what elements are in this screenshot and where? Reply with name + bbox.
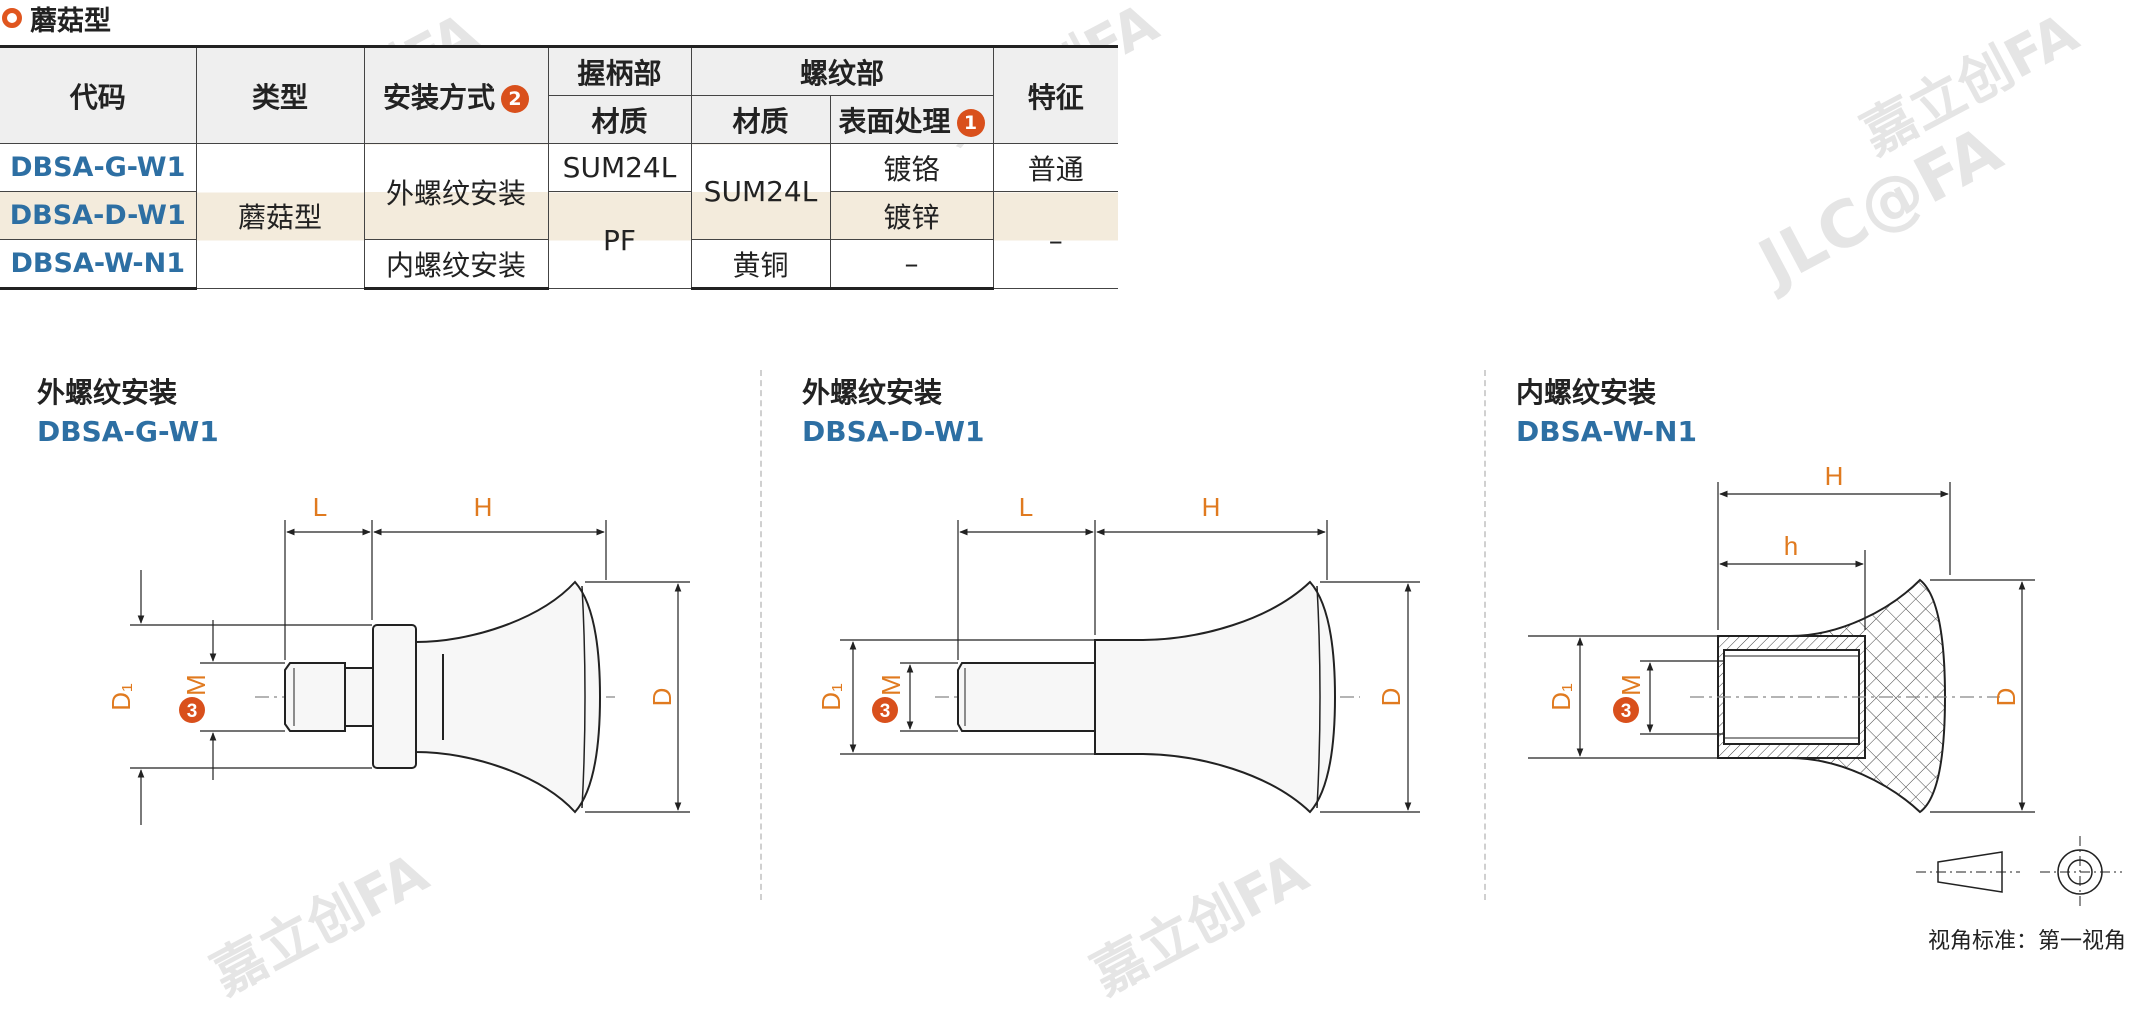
type-cell: 蘑菇型 bbox=[195, 143, 365, 289]
watermark-logo: JLC@FA bbox=[1747, 112, 2014, 302]
feature-cell: – bbox=[992, 191, 1119, 289]
note-badge: 2 bbox=[501, 84, 529, 113]
dim-label: D₁ bbox=[816, 683, 846, 711]
dim-label: H bbox=[1202, 492, 1221, 522]
thread-material-cell: SUM24L bbox=[690, 143, 831, 240]
dim-label: M bbox=[1616, 674, 1646, 696]
grip-material-cell: SUM24L bbox=[547, 143, 692, 192]
dim-label: D₁ bbox=[1546, 683, 1576, 711]
note-badge bbox=[872, 697, 898, 723]
first-angle-projection-icon bbox=[1916, 836, 2122, 908]
figure-code: DBSA-D-W1 bbox=[802, 415, 985, 448]
surface-cell: – bbox=[829, 239, 994, 290]
surface-cell: 镀锌 bbox=[829, 191, 994, 240]
drawing-external-d: L H D D₁ M 3 bbox=[816, 492, 1420, 814]
divider bbox=[760, 370, 762, 900]
figure-internal-w: 内螺纹安装 DBSA-W-N1 bbox=[1516, 371, 1697, 448]
figure-code: DBSA-G-W1 bbox=[37, 415, 219, 448]
table-row: DBSA-G-W1 蘑菇型 外螺纹安装 SUM24L SUM24L 镀铬 普通 bbox=[0, 143, 1119, 289]
drawing-internal-w: H h D D₁ M 3 bbox=[1528, 461, 2035, 814]
dim-label: M bbox=[181, 674, 211, 696]
code-cell: DBSA-D-W1 bbox=[0, 191, 197, 240]
figure-title: 内螺纹安装 bbox=[1516, 376, 1657, 409]
divider bbox=[1484, 370, 1486, 900]
figure-code: DBSA-W-N1 bbox=[1516, 415, 1697, 448]
dim-label: D₁ bbox=[106, 683, 136, 711]
drawing-external-g: L H D D₁ M 3 bbox=[106, 492, 690, 825]
dim-label: M bbox=[876, 674, 906, 696]
dim-label: H bbox=[474, 492, 493, 522]
install-cell: 内螺纹安装 bbox=[363, 239, 549, 290]
dim-label: L bbox=[313, 492, 327, 522]
dim-label: H bbox=[1825, 461, 1844, 491]
watermark: 嘉立创FA bbox=[201, 841, 438, 1007]
projection-note: 视角标准：第一视角 bbox=[1927, 929, 2126, 954]
code-cell: DBSA-G-W1 bbox=[0, 143, 197, 192]
section-title: 蘑菇型 bbox=[0, 0, 111, 37]
figure-title: 外螺纹安装 bbox=[37, 376, 178, 409]
note-badge bbox=[1613, 697, 1639, 723]
header-thread: 螺纹部 bbox=[690, 45, 994, 96]
figure-title: 外螺纹安装 bbox=[802, 376, 943, 409]
note-badge-text: 3 bbox=[187, 701, 198, 722]
dim-label: D bbox=[647, 688, 677, 707]
install-cell: 外螺纹安装 bbox=[363, 143, 549, 240]
code-cell: DBSA-W-N1 bbox=[0, 239, 197, 290]
header-type: 类型 bbox=[195, 45, 365, 144]
figure-external-g: 外螺纹安装 DBSA-G-W1 bbox=[37, 371, 219, 448]
watermark: 嘉立创FA bbox=[1851, 1, 2088, 167]
circle-bullet-icon bbox=[2, 8, 22, 28]
page-title: 蘑菇型 bbox=[30, 5, 111, 37]
dim-label: h bbox=[1784, 531, 1798, 561]
dim-label: D bbox=[1376, 688, 1406, 707]
note-badge-text: 3 bbox=[880, 701, 891, 722]
header-grip: 握柄部 bbox=[547, 45, 692, 96]
note-badge: 1 bbox=[956, 108, 985, 137]
note-badge bbox=[179, 697, 205, 723]
header-thread-material: 材质 bbox=[690, 95, 831, 144]
figure-external-d: 外螺纹安装 DBSA-D-W1 bbox=[802, 371, 985, 448]
grip-material-cell: PF bbox=[547, 191, 692, 289]
dim-label: D bbox=[1991, 688, 2021, 707]
watermark: 嘉立创FA bbox=[1081, 841, 1318, 1007]
header-feature: 特征 bbox=[992, 45, 1119, 144]
feature-cell: 普通 bbox=[992, 143, 1119, 192]
dim-label: L bbox=[1019, 492, 1033, 522]
surface-cell: 镀铬 bbox=[829, 143, 994, 192]
header-code: 代码 bbox=[0, 45, 197, 144]
thread-material-cell: 黄铜 bbox=[690, 239, 831, 290]
table-row: DBSA-D-W1 PF 镀锌 – bbox=[0, 191, 1119, 289]
table-row: DBSA-W-N1 内螺纹安装 黄铜 – bbox=[0, 239, 1118, 290]
note-badge-text: 3 bbox=[1621, 701, 1632, 722]
header-grip-material: 材质 bbox=[548, 95, 692, 144]
